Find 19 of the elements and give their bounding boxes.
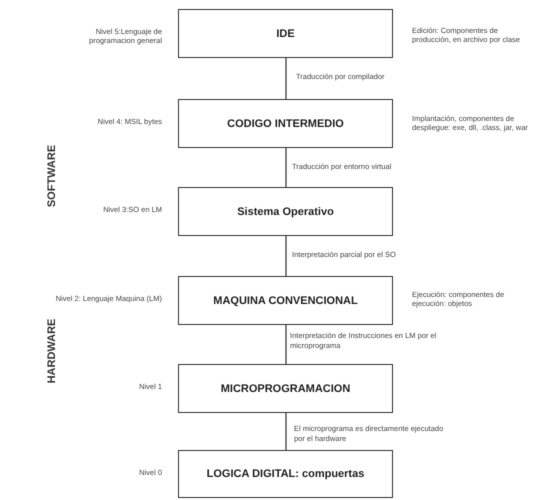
connector-line	[285, 325, 287, 364]
connector-line	[285, 148, 287, 187]
process-box	[178, 364, 393, 413]
process-box	[178, 187, 393, 236]
process-box	[178, 99, 393, 148]
box-title: MAQUINA CONVENCIONAL	[213, 294, 358, 306]
category-label: HARDWARE	[46, 318, 58, 386]
box-title: CODIGO INTERMEDIO	[227, 118, 344, 130]
process-box	[178, 450, 393, 498]
box-title: LOGICA DIGITAL: compuertas	[206, 468, 364, 480]
connector-line	[285, 58, 287, 99]
box-title: Sistema Operativo	[237, 206, 334, 218]
process-box	[178, 9, 393, 58]
box-title: MICROPROGRAMACION	[220, 382, 350, 394]
connector-line	[285, 413, 287, 450]
connector-line	[285, 236, 287, 276]
category-label: SOFTWARE	[46, 144, 58, 210]
box-title: IDE	[276, 28, 295, 40]
process-box	[178, 276, 393, 325]
